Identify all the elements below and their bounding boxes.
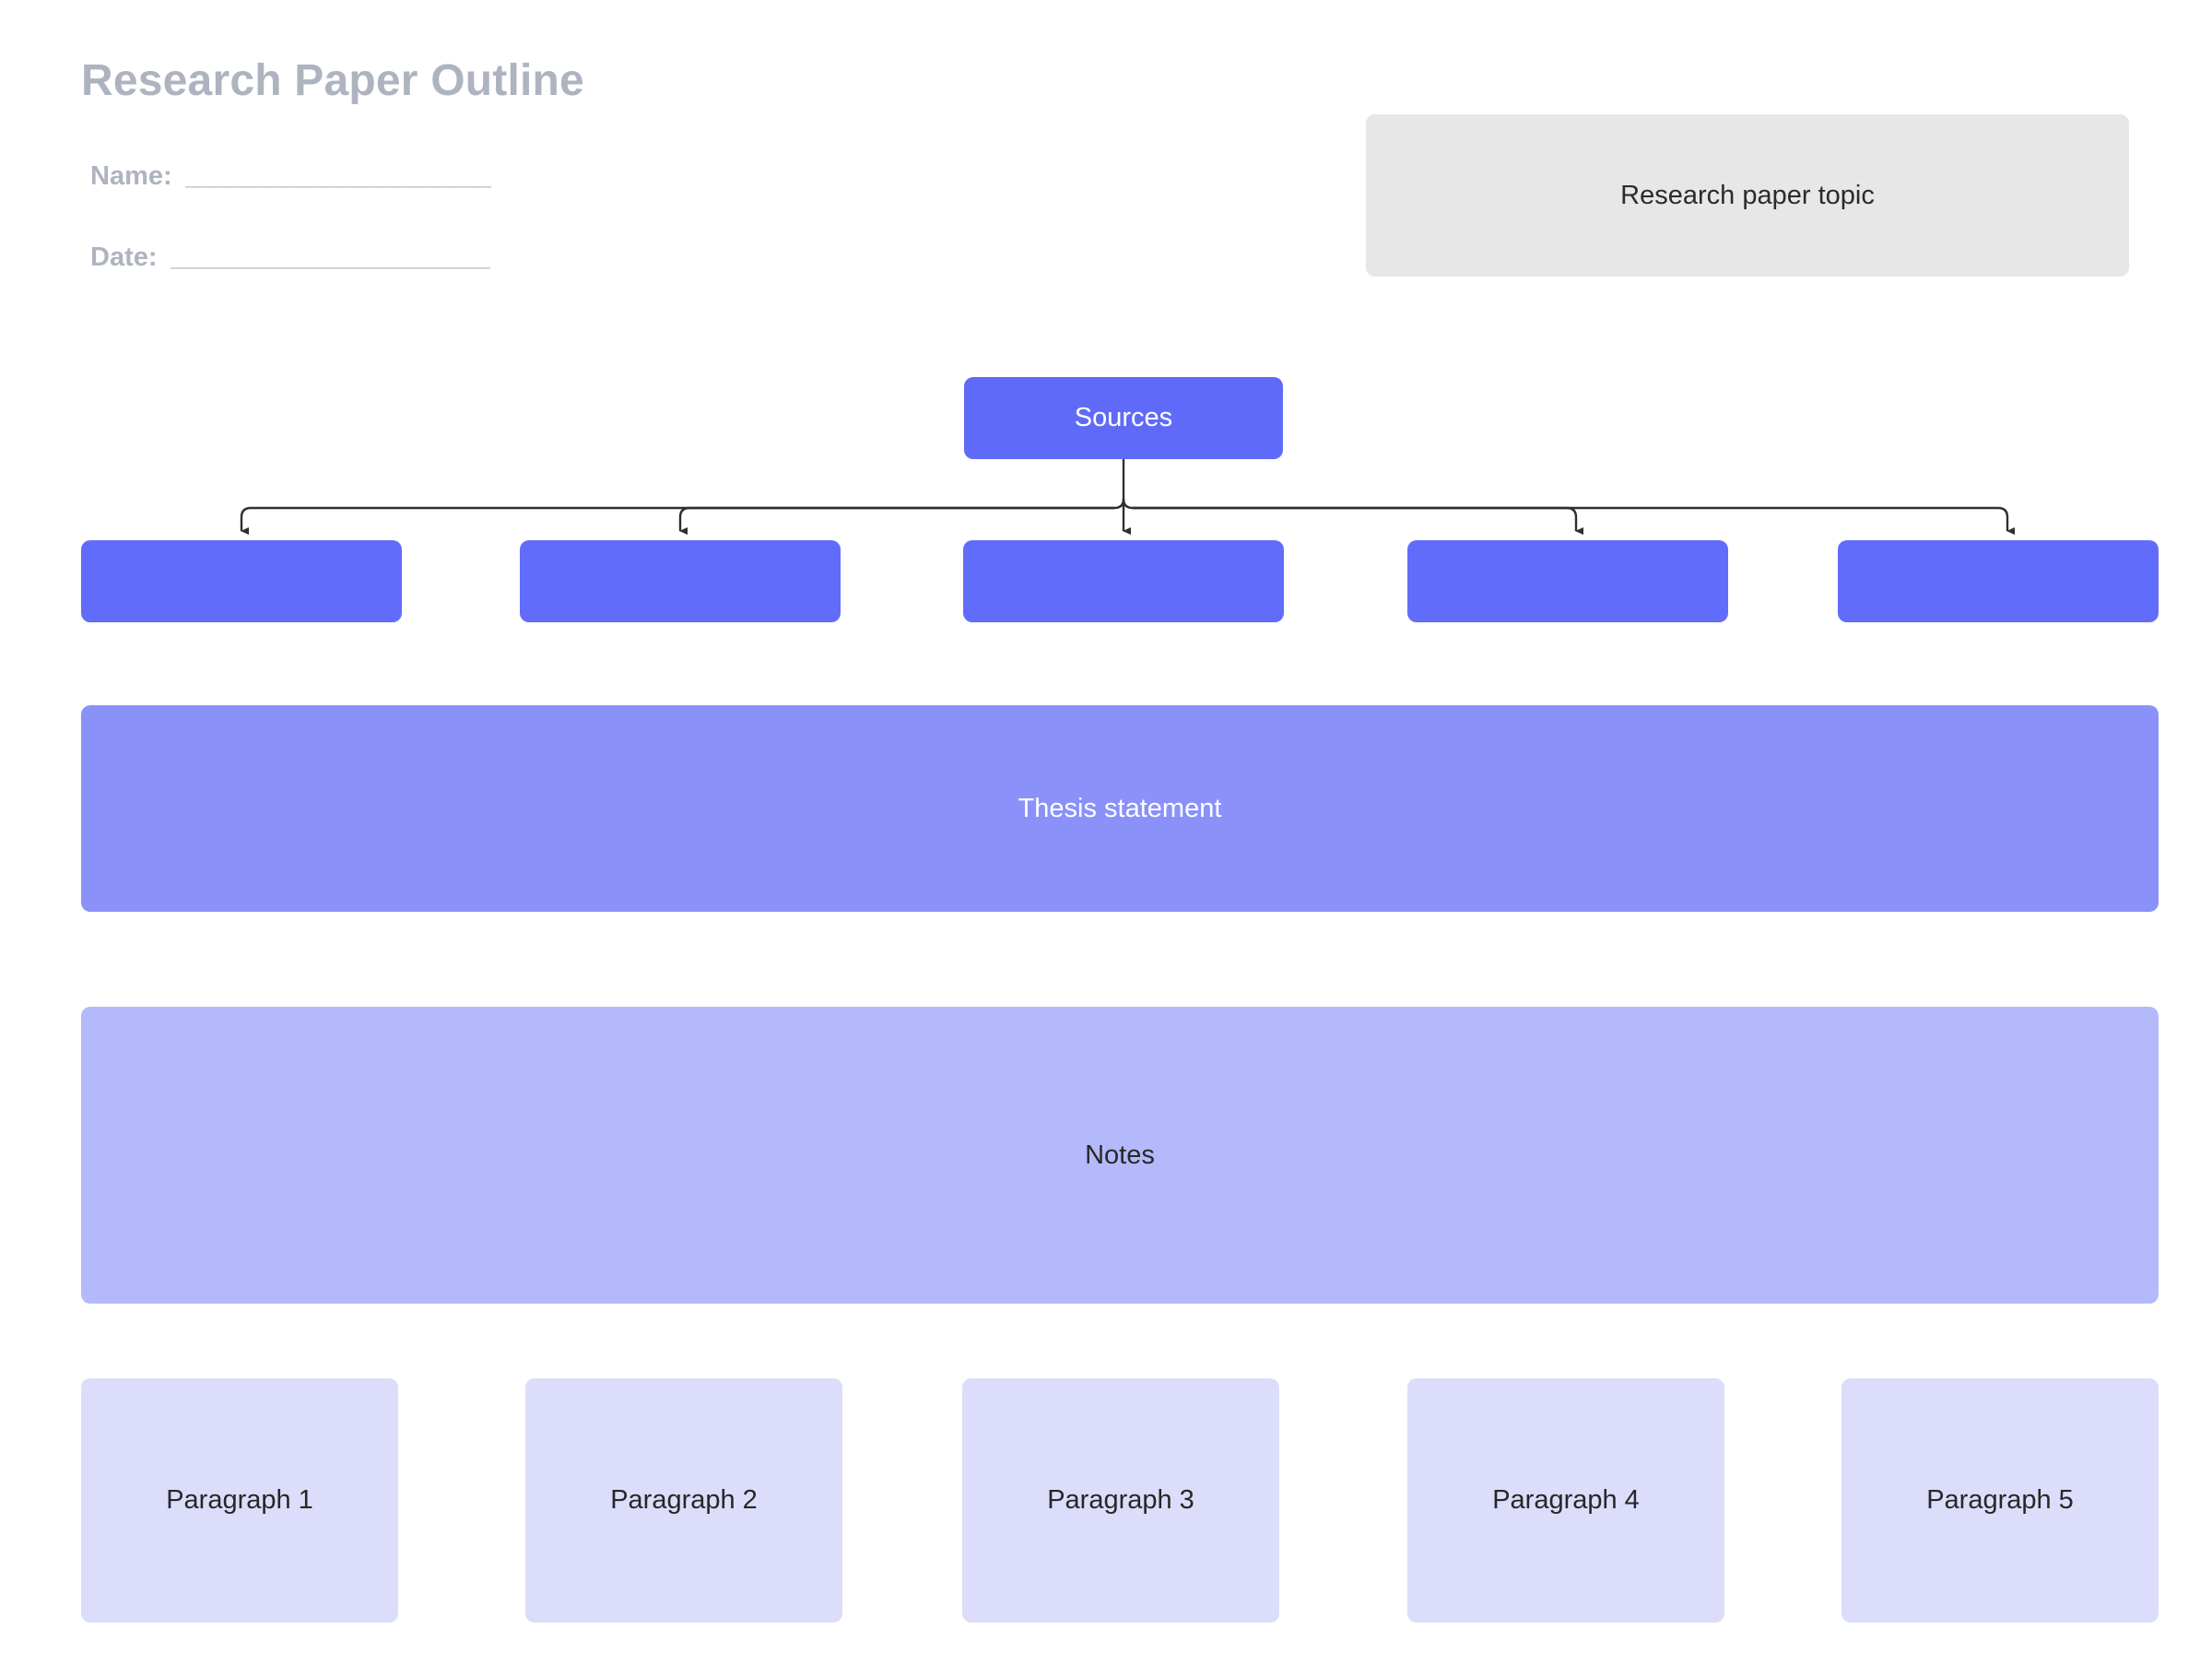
node-sources[interactable]: Sources (964, 377, 1283, 459)
node-paragraph-3-label: Paragraph 3 (1047, 1485, 1194, 1515)
node-paragraph-1-label: Paragraph 1 (166, 1485, 313, 1515)
node-source-slot-3[interactable] (963, 540, 1284, 622)
node-paragraph-2-label: Paragraph 2 (610, 1485, 758, 1515)
node-source-slot-1[interactable] (81, 540, 402, 622)
name-field-row: Name: ______________________ (90, 161, 491, 192)
node-source-slot-2[interactable] (520, 540, 841, 622)
node-paragraph-3[interactable]: Paragraph 3 (962, 1378, 1279, 1623)
name-input-line[interactable]: ______________________ (184, 161, 492, 191)
date-field-row: Date: _______________________ (90, 242, 490, 273)
research-paper-topic-box[interactable]: Research paper topic (1366, 114, 2129, 277)
node-source-slot-5[interactable] (1838, 540, 2159, 622)
node-paragraph-1[interactable]: Paragraph 1 (81, 1378, 398, 1623)
connector-join-right (1122, 498, 1134, 510)
connector-to-slot-2 (678, 506, 1114, 535)
page-title: Research Paper Outline (81, 56, 584, 105)
node-thesis-statement-label: Thesis statement (1018, 793, 1222, 823)
node-notes[interactable]: Notes (81, 1007, 2159, 1304)
node-paragraph-5[interactable]: Paragraph 5 (1841, 1378, 2159, 1623)
connector-to-slot-1 (240, 506, 1114, 535)
node-paragraph-2[interactable]: Paragraph 2 (525, 1378, 842, 1623)
connector-to-slot-4 (1133, 506, 1583, 535)
node-sources-label: Sources (1074, 403, 1173, 432)
research-paper-topic-label: Research paper topic (1620, 180, 1875, 210)
node-paragraph-5-label: Paragraph 5 (1926, 1485, 2074, 1515)
node-source-slot-4[interactable] (1407, 540, 1728, 622)
name-label: Name: (90, 161, 172, 191)
date-input-line[interactable]: _______________________ (170, 242, 491, 272)
node-paragraph-4[interactable]: Paragraph 4 (1407, 1378, 1724, 1623)
node-paragraph-4-label: Paragraph 4 (1492, 1485, 1640, 1515)
date-label: Date: (90, 242, 158, 272)
connector-to-slot-5 (1133, 506, 2015, 535)
connector-join-left (1113, 498, 1125, 510)
node-notes-label: Notes (1085, 1140, 1155, 1170)
node-thesis-statement[interactable]: Thesis statement (81, 705, 2159, 912)
